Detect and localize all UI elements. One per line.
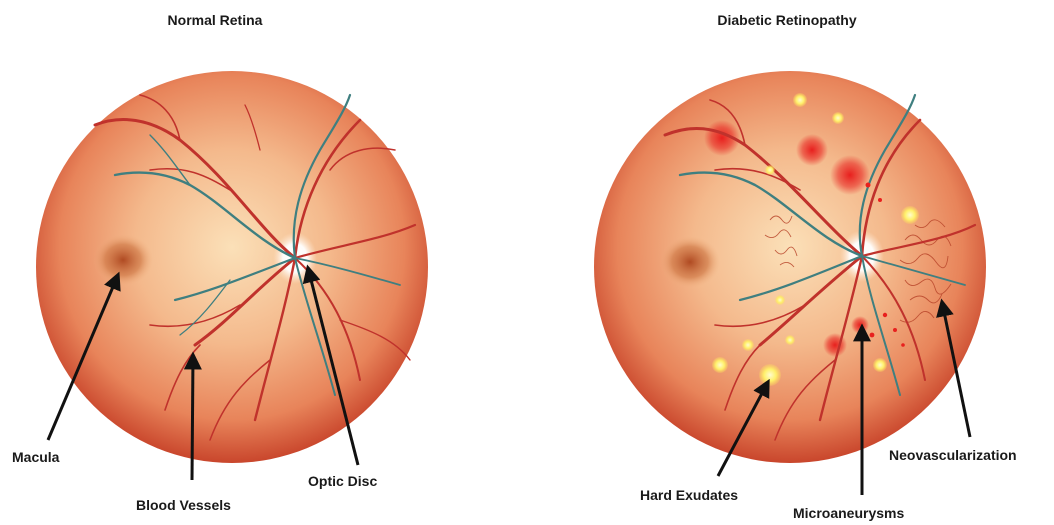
optic-disc-label: Optic Disc <box>308 473 377 489</box>
neovascularization-label: Neovascularization <box>889 447 1017 463</box>
normal-macula <box>93 234 153 286</box>
hard-exudates-label: Hard Exudates <box>640 487 738 503</box>
diabetic-retina-panel: Diabetic Retinopathy <box>594 12 1017 521</box>
blood-vessels-arrow <box>192 355 193 480</box>
diabetic-retina-fundus <box>594 71 986 463</box>
normal-retina-panel: Normal Retina <box>12 12 428 513</box>
diabetic-macula <box>660 236 720 288</box>
normal-retina-title: Normal Retina <box>168 12 263 28</box>
diabetic-retinopathy-title: Diabetic Retinopathy <box>717 12 856 28</box>
blood-vessels-label: Blood Vessels <box>136 497 231 513</box>
microaneurysms-label: Microaneurysms <box>793 505 904 521</box>
macula-label: Macula <box>12 449 60 465</box>
